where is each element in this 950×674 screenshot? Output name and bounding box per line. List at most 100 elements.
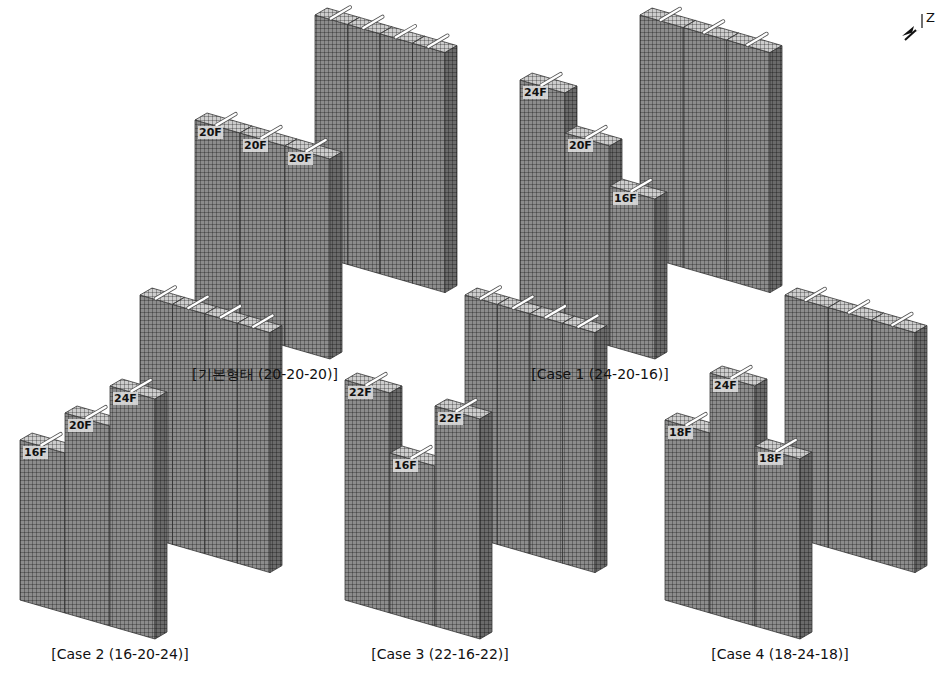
roof-rod xyxy=(776,440,795,451)
building-face xyxy=(710,373,755,626)
roof-rod xyxy=(686,414,705,425)
building-face xyxy=(270,326,282,573)
building-face xyxy=(435,406,480,639)
roof-rod xyxy=(541,74,560,85)
roof-rod xyxy=(456,400,475,411)
building-texture xyxy=(238,323,271,572)
roof-rod xyxy=(156,287,175,298)
building-face xyxy=(828,301,883,321)
roof-rod xyxy=(806,289,825,300)
roof-rod xyxy=(411,447,430,458)
axis-label: Z xyxy=(926,10,935,25)
building-texture xyxy=(530,314,563,563)
building-texture xyxy=(828,301,883,321)
building-texture xyxy=(655,192,667,359)
building-face xyxy=(285,146,330,359)
floor-label: 20F xyxy=(198,126,223,139)
roof-rod xyxy=(363,17,382,28)
building-face xyxy=(238,323,271,572)
case-caption: [Case 2 (16-20-24)] xyxy=(51,645,188,663)
building-texture xyxy=(755,446,800,639)
building-texture xyxy=(683,28,726,281)
floor-label: 18F xyxy=(758,452,783,465)
roof-rod xyxy=(216,114,235,125)
building-texture xyxy=(563,323,596,572)
roof-rod xyxy=(221,306,240,317)
roof-rod xyxy=(86,407,105,418)
roof-rod xyxy=(216,114,235,125)
roof-rod xyxy=(131,380,150,391)
building-face xyxy=(345,380,390,613)
building-texture xyxy=(270,326,282,573)
building-face xyxy=(727,40,770,293)
building-texture xyxy=(65,413,110,626)
building-face xyxy=(610,186,655,359)
building-face xyxy=(770,46,782,293)
roof-rod xyxy=(253,315,272,326)
building-face xyxy=(563,323,596,572)
building-texture xyxy=(565,133,610,346)
roof-rod xyxy=(306,140,325,151)
building-face xyxy=(683,28,726,281)
floor-label: 18F xyxy=(668,426,693,439)
building-texture xyxy=(435,406,480,639)
roof-rod xyxy=(188,297,207,308)
roof-rod xyxy=(331,7,350,18)
building-texture xyxy=(872,313,927,333)
roof-rod xyxy=(366,374,385,385)
building-texture xyxy=(828,308,871,561)
floor-label: 22F xyxy=(438,412,463,425)
floor-label: 22F xyxy=(348,386,373,399)
building-texture xyxy=(785,288,840,308)
building-texture xyxy=(380,34,413,283)
building-texture xyxy=(173,304,206,553)
floor-label: 20F xyxy=(243,139,268,152)
building-texture xyxy=(240,133,285,346)
roof-rod xyxy=(261,127,280,138)
building-texture xyxy=(665,420,710,613)
case-caption: [Case 1 (24-20-16)] xyxy=(531,365,668,383)
building-texture xyxy=(445,46,457,293)
floor-label: 16F xyxy=(393,459,418,472)
roof-rod xyxy=(586,127,605,138)
roof-rod xyxy=(41,434,60,445)
roof-rod xyxy=(86,407,105,418)
building-texture xyxy=(710,373,755,626)
roof-rod xyxy=(661,9,680,20)
building-face xyxy=(498,304,531,553)
building-texture xyxy=(348,24,381,273)
building-face xyxy=(240,133,285,346)
roof-rod xyxy=(306,140,325,151)
case-caption: [기본형태 (20-20-20)] xyxy=(192,365,338,383)
building-texture xyxy=(20,440,65,613)
building-texture xyxy=(872,320,915,573)
roof-rod xyxy=(41,434,60,445)
building-face xyxy=(755,446,800,639)
roof-rod xyxy=(396,26,415,37)
building-texture xyxy=(727,40,770,293)
building-face xyxy=(205,314,238,563)
floor-label: 24F xyxy=(113,392,138,405)
roof-rod xyxy=(541,74,560,85)
floor-label: 16F xyxy=(613,192,638,205)
roof-rod xyxy=(686,414,705,425)
building-face xyxy=(640,8,695,28)
roof-rod xyxy=(411,447,430,458)
building-texture xyxy=(413,43,446,292)
roof-rod xyxy=(513,297,532,308)
building-texture xyxy=(770,46,782,293)
floor-label: 24F xyxy=(713,379,738,392)
roof-rod xyxy=(428,35,447,46)
roof-rod xyxy=(661,9,680,20)
building-face xyxy=(445,46,457,293)
roof-rod xyxy=(747,34,766,45)
roof-rod xyxy=(849,301,868,312)
building-face xyxy=(565,133,610,346)
floor-label: 20F xyxy=(68,419,93,432)
building-face xyxy=(800,452,812,639)
building-texture xyxy=(610,186,655,359)
roof-rod xyxy=(481,287,500,298)
building-face xyxy=(390,453,435,626)
building-face xyxy=(65,413,110,626)
